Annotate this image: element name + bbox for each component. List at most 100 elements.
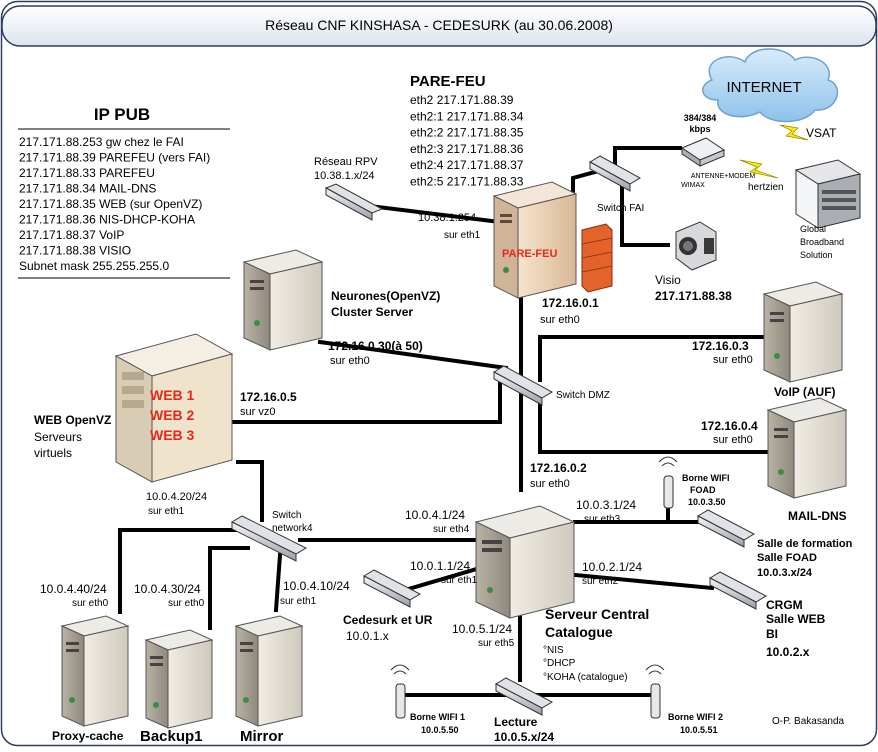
wifi2-ip: 10.0.5.51 [680, 725, 718, 735]
title-bar [1, 5, 877, 47]
parefeu-row: eth2:5 217.171.88.33 [410, 175, 524, 189]
proxy-if: sur eth0 [72, 598, 109, 609]
central-eth0-if: sur eth0 [530, 478, 570, 490]
web-openvz-server: WEB 1 WEB 2 WEB 3 WEB OpenVZ Serveurs vi… [34, 333, 297, 517]
modem-speed-unit: kbps [689, 124, 710, 134]
central-service-koha: °KOHA (catalogue) [543, 672, 628, 683]
parefeu-row: eth2:1 217.171.88.34 [410, 109, 524, 123]
web-name-3: virtuels [34, 446, 72, 460]
gbs-line-1: Global [800, 224, 826, 234]
backup-ip: 10.0.4.30/24 [134, 582, 201, 596]
ip-pub-row: 217.171.88.37 VoIP [19, 228, 124, 242]
neurones-name: Neurones(OpenVZ) [331, 289, 440, 303]
cedesurk-net: 10.0.1.x [346, 629, 389, 643]
ip-pub-row: 217.171.88.253 gw chez le FAI [19, 135, 184, 149]
foad-wifi-name: Borne WIFI [682, 473, 730, 483]
switch-n4-label: Switch [272, 510, 301, 521]
backup-name: Backup1 [140, 728, 203, 745]
link-visio [620, 176, 670, 247]
wifi1-ip: 10.0.5.50 [421, 725, 459, 735]
switch-dmz: Switch DMZ [492, 365, 610, 406]
parefeu-heading: PARE-FEU [410, 73, 486, 90]
vsat-label: VSAT [806, 126, 837, 140]
web-name: WEB OpenVZ [34, 413, 111, 427]
crgm-name-2: Salle WEB [766, 612, 826, 626]
ip-pub-row: 217.171.88.36 NIS-DHCP-KOHA [19, 213, 195, 227]
link-modem [613, 146, 682, 170]
voip-name: VoIP (AUF) [774, 385, 836, 399]
voip-ip: 172.16.0.3 [692, 339, 749, 353]
ip-pub-row: 217.171.88.38 VISIO [19, 244, 131, 258]
hertzien-label: hertzien [748, 182, 784, 193]
central-eth4-ip: 10.0.4.1/24 [405, 508, 465, 522]
central-service-dhcp: °DHCP [543, 658, 576, 669]
foad-wifi-ip: 10.0.3.50 [688, 497, 726, 507]
web-name-2: Serveurs [34, 430, 82, 444]
crgm-name: CRGM [766, 598, 803, 612]
link-proxy [118, 528, 240, 614]
central-name-2: Catalogue [545, 624, 613, 640]
firewall-eth0-ip: 172.16.0.1 [542, 296, 599, 310]
web-vm-1: WEB 1 [150, 387, 195, 403]
mirror-ip: 10.0.4.10/24 [283, 579, 350, 593]
crgm-name-3: BI [766, 627, 778, 641]
central-eth0-ip: 172.16.0.2 [530, 461, 587, 475]
mail-ip: 172.16.0.4 [701, 419, 758, 433]
central-eth5-if: sur eth5 [478, 638, 515, 649]
switch-network4: Switch network4 [230, 510, 313, 562]
central-eth2-ip: 10.0.2.1/24 [582, 560, 642, 574]
firewall-server: PARE-FEU 10.38.1.254 sur eth1 172.16.0.1… [418, 181, 613, 326]
neurones-name-2: Cluster Server [331, 305, 413, 319]
modem-label-2: WIMAX [681, 182, 705, 189]
crgm-net: 10.0.2.x [766, 645, 810, 659]
switch-n4-label-2: network4 [272, 523, 313, 534]
ip-pub-row: 217.171.88.35 WEB (sur OpenVZ) [19, 197, 202, 211]
web-lan-ip: 10.0.4.20/24 [146, 491, 207, 503]
ip-pub-row: Subnet mask 255.255.255.0 [19, 259, 169, 273]
author-credit: O-P. Bakasanda [772, 716, 845, 727]
wimax-modem: 384/384 kbps ANTENNE+MODEM WIMAX [680, 113, 755, 189]
cedesurk-name: Cedesurk et UR [343, 613, 433, 627]
lecture-switch: Lecture 10.0.5.x/24 [494, 677, 554, 744]
link-mail [538, 388, 768, 454]
link-crgm [572, 572, 715, 591]
firewall-eth0-if: sur eth0 [540, 314, 580, 326]
link-cedesurk [402, 565, 483, 593]
crgm-switch: CRGM Salle WEB BI 10.0.2.x [708, 571, 826, 659]
cedesurk-switch: Cedesurk et UR 10.0.1.x [343, 569, 433, 643]
switch-fai-label: Switch FAI [597, 203, 644, 214]
gbs-line-2: Broadband [800, 237, 844, 247]
wifi1-name: Borne WIFI 1 [410, 712, 465, 722]
link-voip [538, 335, 768, 382]
proxy-ip: 10.0.4.40/24 [40, 582, 107, 596]
switch-fai: Switch FAI [588, 155, 644, 214]
rpv-switch: Réseau RPV 10.38.1.x/24 [314, 156, 384, 221]
ip-pub-row: 217.171.88.39 PAREFEU (vers FAI) [19, 151, 210, 165]
ip-pub-heading: IP PUB [94, 105, 150, 124]
modem-speed: 384/384 [684, 113, 717, 123]
mail-if: sur eth0 [713, 434, 753, 446]
wifi-ap-1: Borne WIFI 1 10.0.5.50 [390, 664, 465, 735]
mirror-server: 10.0.4.10/24 sur eth1 Mirror [234, 579, 350, 745]
mail-name: MAIL-DNS [788, 509, 847, 523]
ip-pub-row: 217.171.88.33 PAREFEU [19, 166, 155, 180]
parefeu-row: eth2:3 217.171.88.36 [410, 142, 524, 156]
central-eth4-if: sur eth4 [433, 524, 470, 535]
salle-foad-name: Salle de formation [757, 538, 853, 550]
link-web-dmz [218, 382, 502, 424]
mirror-if: sur eth1 [280, 596, 317, 607]
link-web-n4 [236, 460, 264, 522]
central-eth1-if: sur eth1 [441, 575, 478, 586]
internet-label: INTERNET [727, 79, 802, 96]
wifi2-name: Borne WIFI 2 [668, 712, 723, 722]
ip-pub-row: 217.171.88.34 MAIL-DNS [19, 182, 156, 196]
rpv-name: Réseau RPV [314, 156, 378, 168]
connections [118, 146, 768, 697]
voip-server: 172.16.0.3 sur eth0 VoIP (AUF) [692, 281, 844, 399]
backup-server: 10.0.4.30/24 sur eth0 Backup1 [134, 582, 214, 745]
lecture-net: 10.0.5.x/24 [494, 730, 554, 744]
web-dmz-ip: 172.16.0.5 [240, 390, 297, 404]
